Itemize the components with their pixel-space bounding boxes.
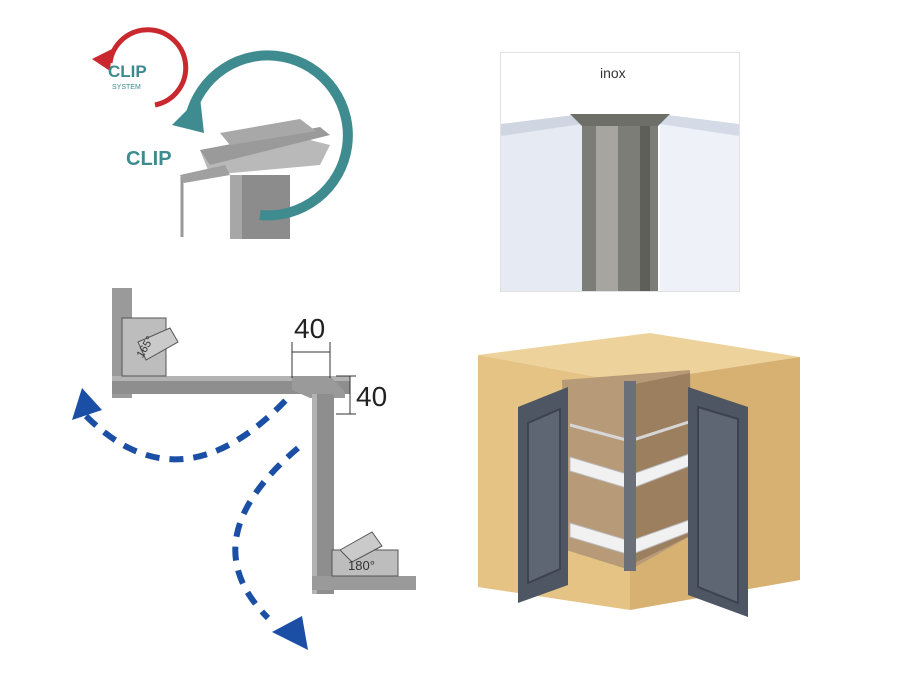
clip-badge-text: CLIP (108, 62, 147, 81)
clip-system-diagram: CLIP SYSTEM CLIP (92, 27, 353, 239)
clip-badge-subtext: SYSTEM (112, 84, 141, 91)
cabinet-door-left (518, 387, 568, 603)
dimension-depth: 40 (356, 381, 387, 412)
teal-arrowhead-icon (172, 97, 204, 133)
inox-post (570, 114, 670, 126)
red-arrowhead-icon (92, 49, 112, 71)
clip-arrow-label: CLIP (126, 148, 172, 170)
teal-rotate-arrow-icon (185, 50, 353, 221)
inox-label: inox (600, 65, 626, 81)
cabinet-door-right (688, 387, 748, 617)
hinge-floor-plan: 165° 180° 40 40 (72, 288, 416, 650)
red-rotate-arrow-icon (107, 27, 189, 108)
dimension-width: 40 (294, 313, 325, 344)
cabinet-corner-post (624, 381, 636, 571)
clip-profile-illustration (180, 119, 330, 239)
hinge-angle-bottom: 180° (348, 558, 375, 573)
hinge-165-icon: 165° (121, 317, 179, 377)
inox-corner-photo: inox (500, 52, 740, 292)
hinge-180-icon: 180° (331, 531, 399, 577)
corner-cabinet-render (478, 333, 800, 617)
swing-arrowhead-top-icon (72, 388, 102, 420)
dimension-lines (291, 342, 356, 415)
door-swing-arc-bottom (232, 445, 300, 621)
swing-arrowhead-bottom-icon (272, 616, 308, 650)
door-swing-arc-top (83, 397, 289, 463)
